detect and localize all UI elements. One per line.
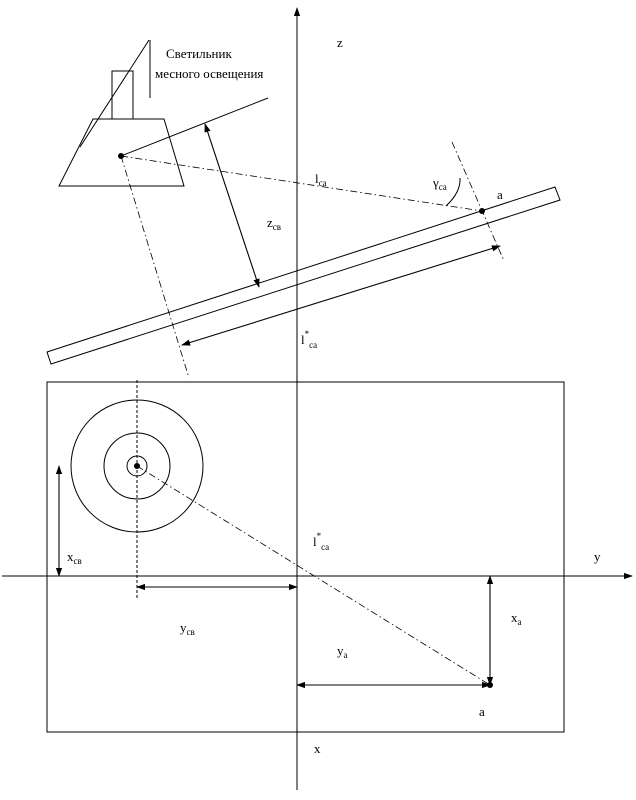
gamma-angle-arc [445, 177, 461, 207]
x-a-label: xa [511, 610, 522, 627]
x-cv-label: xcв [67, 549, 82, 566]
z-cv-label: zcв [267, 215, 281, 232]
z-cv-dimension-arrow [204, 123, 260, 288]
beam-l-ca-line [120, 155, 483, 212]
plan-view-frame [46, 381, 565, 733]
x-axis-label: x [314, 741, 321, 756]
work-surface-plank [46, 186, 561, 365]
z-axis-label: z [337, 35, 343, 50]
point-a-upper-label: a [497, 187, 503, 202]
lamp-leader-line [79, 39, 150, 148]
lamp-caption-line-2: месного освещения [155, 66, 263, 81]
lamp-stem [111, 70, 134, 120]
normal-line-lamp [120, 155, 190, 379]
lamp-shade [58, 118, 185, 187]
y-axis-label: y [594, 549, 601, 564]
gamma-ca-label: γca [432, 175, 447, 192]
y-a-label: ya [337, 643, 348, 660]
l-star-ca-dimension-arrow [181, 245, 501, 346]
point-a-upper [479, 208, 485, 214]
lamp-fixture [58, 39, 269, 187]
y-cv-label: ycв [180, 620, 195, 637]
lamp-beam-line [120, 97, 269, 157]
l-ca-label: lca [315, 171, 327, 188]
beam-projection-line [136, 465, 491, 686]
normal-line-point-a [451, 141, 505, 262]
lamp-caption-line-1: Светильник [166, 46, 232, 61]
point-a-lower-label: a [479, 704, 485, 719]
l-star-ca-upper-label: l*ca [301, 329, 317, 350]
l-star-ca-lower-label: l*ca [313, 531, 329, 552]
